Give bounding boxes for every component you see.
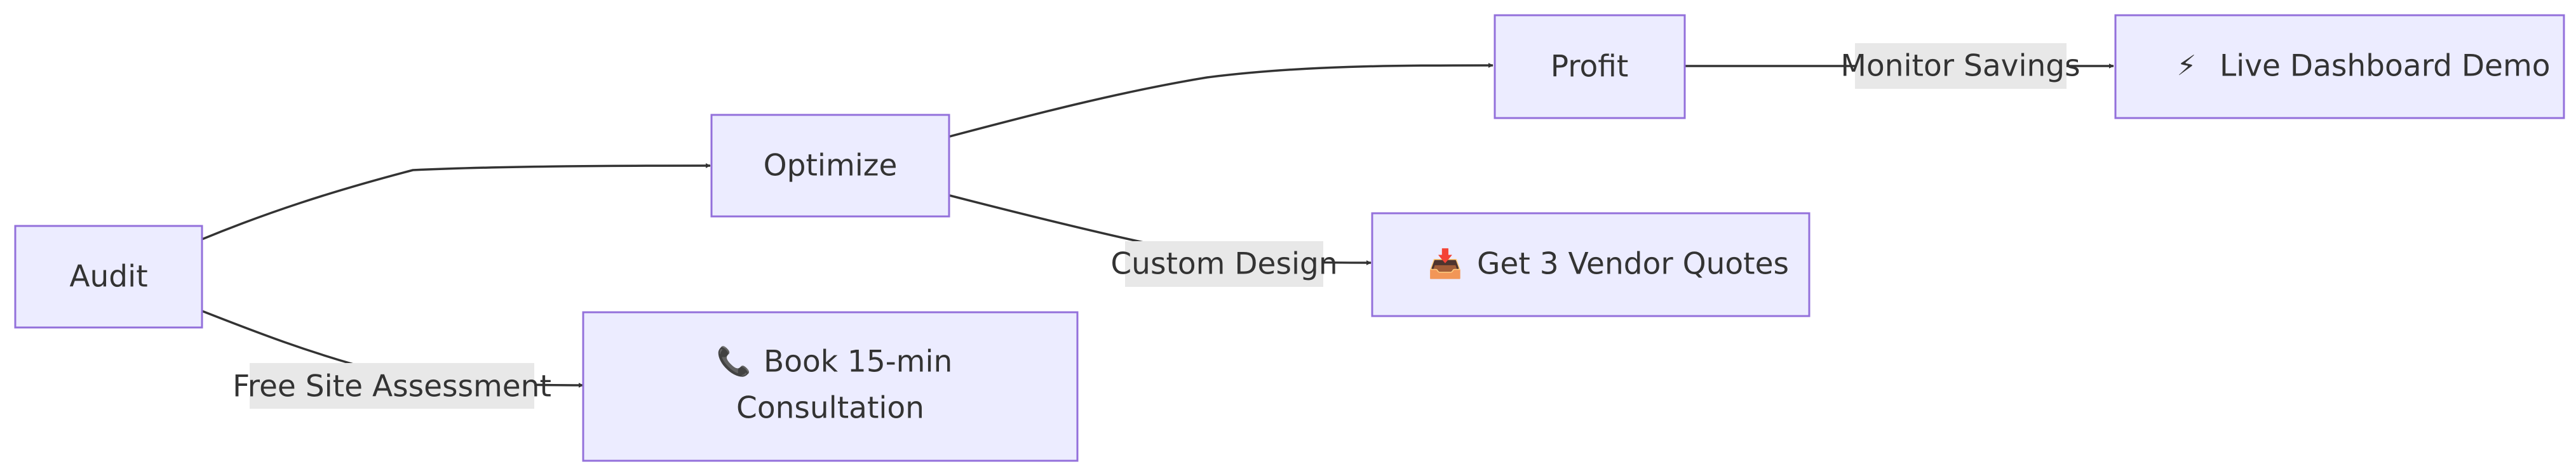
edge-label-free-site-assessment-text: Free Site Assessment [233, 369, 551, 404]
node-audit-label: Audit [69, 260, 147, 294]
edge-audit-to-optimize [201, 163, 711, 241]
node-dashboard: ⚡ Live Dashboard Demo [2114, 14, 2565, 119]
node-optimize-label: Optimize [764, 149, 898, 183]
node-profit: Profit [1494, 14, 1686, 119]
node-consultation-label-line2: Consultation [736, 391, 924, 426]
svg-text:📥: 📥 [1428, 248, 1463, 281]
lightning-icon: ⚡ [2177, 50, 2197, 83]
phone-icon: 📞 [717, 344, 752, 378]
node-quotes: 📥 Get 3 Vendor Quotes [1371, 212, 1811, 317]
svg-text:⚡: ⚡ [2177, 50, 2197, 83]
node-profit-label: Profit [1551, 50, 1629, 84]
node-quotes-label: Get 3 Vendor Quotes [1477, 247, 1789, 282]
edge-label-monitor-savings-text: Monitor Savings [1840, 49, 2080, 84]
edge-optimize-to-profit [949, 63, 1494, 138]
edge-label-custom-design-text: Custom Design [1110, 247, 1337, 282]
node-consultation: 📞 Book 15-min Consultation [582, 311, 1079, 462]
node-audit: Audit [14, 225, 203, 329]
edge-label-monitor-savings: Monitor Savings [1840, 43, 2080, 89]
edge-label-custom-design: Custom Design [1110, 241, 1338, 287]
svg-text:📞: 📞 [717, 344, 752, 378]
node-consultation-label-line1: Book 15-min [764, 345, 952, 380]
edge-label-free-site-assessment: Free Site Assessment [233, 363, 551, 409]
inbox-tray-icon: 📥 [1428, 248, 1463, 281]
node-dashboard-label: Live Dashboard Demo [2220, 49, 2551, 84]
node-optimize: Optimize [710, 114, 950, 218]
